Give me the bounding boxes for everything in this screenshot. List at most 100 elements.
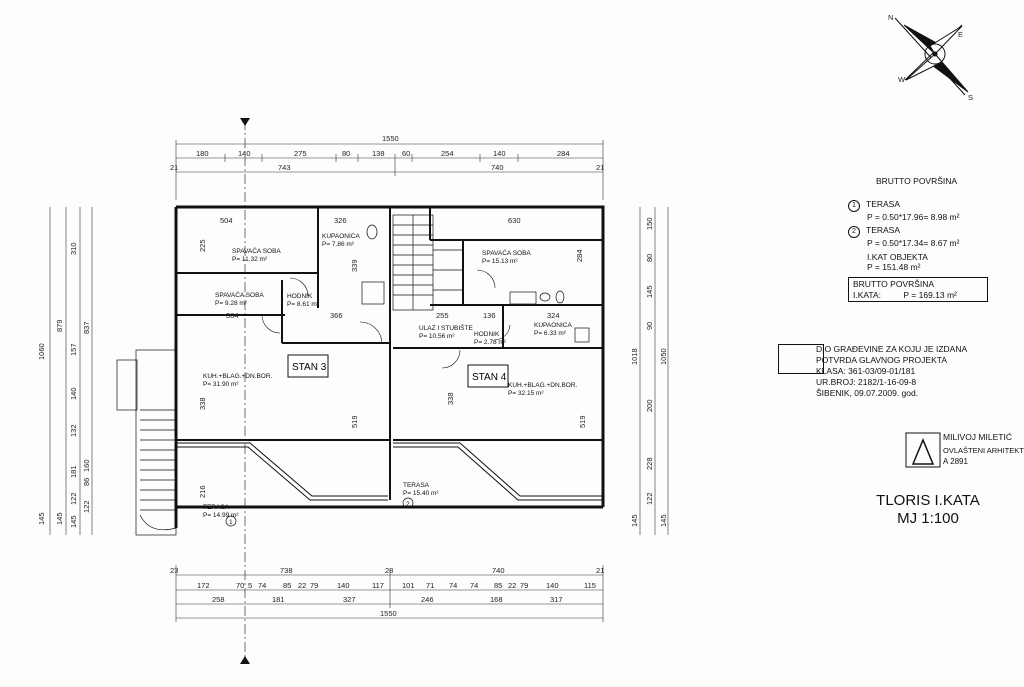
total-area-row: I.KATA: P = 169.13 m²	[853, 290, 983, 301]
room-kup1-name: KUPAONICA	[322, 233, 360, 240]
room-sp1-area: P= 11.32 m²	[232, 256, 268, 263]
approval-stamp: DIO GRAĐEVINE ZA KOJU JE IZDANA POTVRDA …	[816, 344, 967, 399]
sheet-scale: MJ 1:100	[897, 510, 959, 527]
dim-top-4: 80	[342, 149, 350, 158]
dim-left-145c: 145	[69, 515, 78, 528]
inner-dim-255: 255	[436, 311, 449, 320]
compass-w: W	[898, 75, 906, 84]
dim-bot2-7: 79	[310, 581, 318, 590]
dim-bot-738: 738	[280, 566, 293, 575]
dim-top-6: 60	[402, 149, 410, 158]
dim-bot-end-r: 21	[596, 566, 604, 575]
room-ter1-name: TERASA	[203, 504, 230, 511]
dim-top-7: 254	[441, 149, 454, 158]
staircase-core	[392, 214, 463, 311]
dim-top-9: 284	[557, 149, 570, 158]
dim-bot-740: 740	[492, 566, 505, 575]
dim-top-2: 140	[238, 149, 251, 158]
room-kuh1-area: P= 31.90 m²	[203, 381, 239, 388]
dim-bot3-6: 317	[550, 595, 563, 604]
dim-bot2-1: 172	[197, 581, 210, 590]
dim-right-145a: 145	[630, 514, 639, 527]
architect-stamp: MILIVOJ MILETIĆ OVLAŠTENI ARHITEKT A 289…	[905, 432, 1024, 472]
architect-name: MILIVOJ MILETIĆ	[943, 432, 1012, 442]
dim-bot3-3: 327	[343, 595, 356, 604]
dim-left-879: 879	[55, 319, 64, 332]
dim-bot2-14: 85	[494, 581, 502, 590]
room-kup2-area: P= 6.33 m²	[534, 330, 567, 337]
room-kup2-name: KUPAONICA	[534, 322, 572, 329]
dim-bot2-9: 117	[372, 581, 384, 590]
object-area: P = 151.48 m²	[867, 262, 921, 273]
dim-left-132: 132	[69, 424, 78, 437]
inner-dim-519b: 519	[578, 415, 587, 428]
section-marker-bottom	[240, 656, 250, 664]
dim-left-160: 160	[82, 459, 91, 472]
dim-bot2-16: 79	[520, 581, 528, 590]
inner-dim-630: 630	[508, 216, 521, 225]
room-kuh2-name: KUH.+BLAG.+DN.BOR.	[508, 382, 578, 389]
dim-bot2-11: 71	[426, 581, 434, 590]
inner-dim-504: 504	[220, 216, 233, 225]
architect-logo-icon	[905, 432, 941, 468]
inner-dim-284: 284	[575, 249, 584, 262]
dim-bot2-18: 115	[584, 581, 596, 590]
dim-top-1: 180	[196, 149, 209, 158]
dim-right-228: 228	[645, 457, 654, 470]
room-hod2-area: P= 2.78 m²	[474, 339, 507, 346]
dim-right-80: 80	[645, 254, 654, 262]
architect-number: A 2891	[943, 457, 968, 466]
room-ter1-area: P= 14.99 m²	[203, 512, 239, 519]
stan4-label: STAN 4	[472, 372, 507, 383]
dim-left-145a: 145	[37, 512, 46, 525]
room-ter2-name: TERASA	[403, 482, 430, 489]
dim-bot3-5: 168	[490, 595, 503, 604]
stamp-line-2: POTVRDA GLAVNOG PROJEKTA	[816, 355, 947, 365]
dim-right-1018: 1018	[630, 348, 639, 365]
dim-bot3-1: 258	[212, 595, 225, 604]
dim-left-86: 86	[82, 478, 91, 486]
dim-top-row2-2: 740	[491, 163, 504, 172]
dim-right-90: 90	[645, 322, 654, 330]
left-dimension-lines	[49, 207, 93, 535]
room-kuh2-area: P= 32.15 m²	[508, 390, 544, 397]
external-staircase	[116, 349, 177, 536]
room-kuh1-name: KUH.+BLAG.+DN.BOR.	[203, 373, 273, 380]
dim-right-1050: 1050	[659, 348, 668, 365]
top-dimension-lines	[175, 140, 604, 200]
dim-top-end-r: 21	[596, 163, 604, 172]
dim-bot-total: 1550	[380, 609, 397, 618]
dim-left-1060: 1060	[37, 343, 46, 360]
stan3-label: STAN 3	[292, 362, 327, 373]
room-hod1-area: P= 8.61 m²	[287, 301, 320, 308]
room-ter2-area: P= 15.40 m²	[403, 490, 439, 497]
terrace-1-num: 1	[229, 519, 233, 526]
stamp-line-5: ŠIBENIK, 09.07.2009. god.	[816, 388, 919, 398]
terrace-1-circle: 1	[848, 199, 860, 212]
inner-dim-338a: 338	[198, 397, 207, 410]
dim-left-310: 310	[69, 242, 78, 255]
dim-top-total: 1550	[382, 134, 399, 143]
dim-top-row2-1: 743	[278, 163, 291, 172]
dim-right-200: 200	[645, 399, 654, 412]
dim-top-8: 140	[493, 149, 506, 158]
total-area-heading: BRUTTO POVRŠINA	[853, 278, 935, 289]
inner-dim-326: 326	[334, 216, 347, 225]
stamp-line-1: DIO GRAĐEVINE ZA KOJU JE IZDANA	[816, 344, 968, 354]
room-kup1-area: P= 7.86 m²	[322, 241, 355, 248]
dim-bot3-2: 181	[272, 595, 285, 604]
object-label: I.KAT OBJEKTA	[867, 251, 928, 262]
dim-left-157: 157	[69, 343, 78, 356]
inner-dim-225: 225	[198, 239, 207, 252]
sheet-title: TLORIS I.KATA	[876, 492, 980, 509]
room-ulaz-name: ULAZ I STUBIŠTE	[419, 323, 473, 332]
inner-dim-364: 364	[226, 311, 239, 320]
summary-heading: BRUTTO POVRŠINA	[876, 176, 958, 186]
dim-bot2-17: 140	[546, 581, 559, 590]
terrace-1-calc: P = 0.50*17.96= 8.98 m²	[867, 211, 960, 222]
sheet-title-block: TLORIS I.KATA MJ 1:100	[868, 492, 988, 528]
section-marker-top	[240, 118, 250, 126]
dim-left-837: 837	[82, 321, 91, 334]
dim-left-140: 140	[69, 387, 78, 400]
